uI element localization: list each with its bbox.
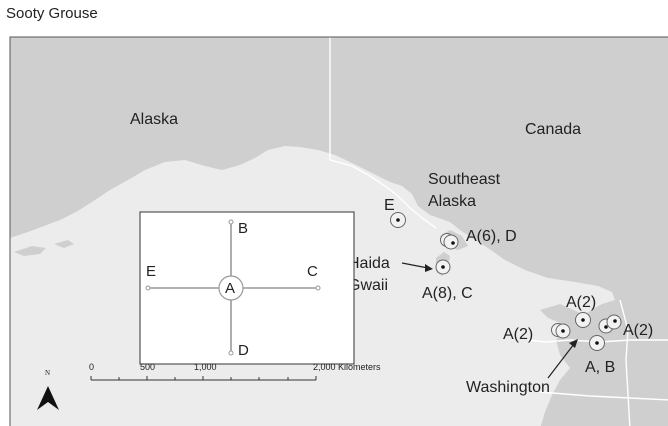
north-arrow-label: N bbox=[45, 369, 50, 377]
aleutian-islands bbox=[14, 240, 74, 256]
state-border bbox=[539, 391, 668, 401]
site-label-a2-top: A(2) bbox=[566, 294, 596, 311]
map-frame bbox=[9, 36, 668, 426]
legend-point-east bbox=[315, 285, 321, 291]
site-label-a2-left: A(2) bbox=[503, 326, 533, 343]
region-label-haida-line1: Haida bbox=[348, 255, 390, 272]
sampling-design-legend: A B C D E bbox=[139, 211, 355, 365]
legend-label-east: C bbox=[307, 263, 318, 280]
province-border bbox=[619, 299, 631, 426]
legend-point-west bbox=[145, 285, 151, 291]
site-label-a8-c: A(8), C bbox=[422, 285, 473, 302]
legend-center-circle bbox=[218, 275, 244, 301]
region-label-haida-line2: Gwaii bbox=[348, 277, 388, 294]
scale-label-1000: 1,000 bbox=[194, 362, 217, 372]
scale-label-0: 0 bbox=[89, 362, 94, 372]
scale-bar bbox=[90, 376, 317, 381]
region-label-southeast-alaska-line2: Alaska bbox=[428, 193, 476, 210]
site-marker-a2-left bbox=[551, 323, 571, 339]
study-sites bbox=[390, 212, 622, 351]
site-marker-a8-c bbox=[435, 259, 451, 275]
legend-label-west: E bbox=[146, 263, 156, 280]
site-marker-a2-right bbox=[598, 314, 622, 334]
washington-pointer-line bbox=[547, 343, 575, 379]
region-label-alaska: Alaska bbox=[130, 111, 178, 128]
borders bbox=[329, 37, 668, 426]
washington-pointer-head-icon bbox=[569, 339, 578, 348]
scale-label-2000: 2,000 Kilometers bbox=[313, 362, 381, 372]
site-marker-a6-d bbox=[440, 233, 459, 250]
legend-point-north bbox=[228, 219, 234, 225]
haida-pointer-head-icon bbox=[425, 264, 433, 272]
pointer-arrows bbox=[401, 262, 578, 379]
legend-label-north: B bbox=[238, 220, 248, 237]
site-label-a2-right: A(2) bbox=[623, 322, 653, 339]
map-title: Sooty Grouse bbox=[6, 5, 98, 22]
site-marker-a2-top bbox=[575, 312, 591, 328]
site-marker-a-b bbox=[589, 335, 605, 351]
north-arrow-icon bbox=[37, 386, 59, 410]
region-label-canada: Canada bbox=[525, 121, 581, 138]
scale-label-500: 500 bbox=[140, 362, 155, 372]
region-label-washington: Washington bbox=[466, 379, 550, 396]
landmass bbox=[10, 37, 668, 426]
haida-pointer-line bbox=[401, 262, 429, 269]
legend-point-south bbox=[228, 350, 234, 356]
site-label-a6-d: A(6), D bbox=[466, 228, 517, 245]
site-marker-e bbox=[390, 212, 406, 228]
alaska-canada-border bbox=[329, 37, 437, 229]
region-label-southeast-alaska-line1: Southeast bbox=[428, 171, 501, 188]
legend-label-south: D bbox=[238, 342, 249, 359]
site-label-e: E bbox=[384, 197, 395, 214]
site-label-a-b: A, B bbox=[585, 359, 615, 376]
north-arrow: N bbox=[37, 369, 59, 410]
canada-us-border bbox=[527, 339, 668, 343]
legend-label-center: A bbox=[225, 280, 235, 297]
